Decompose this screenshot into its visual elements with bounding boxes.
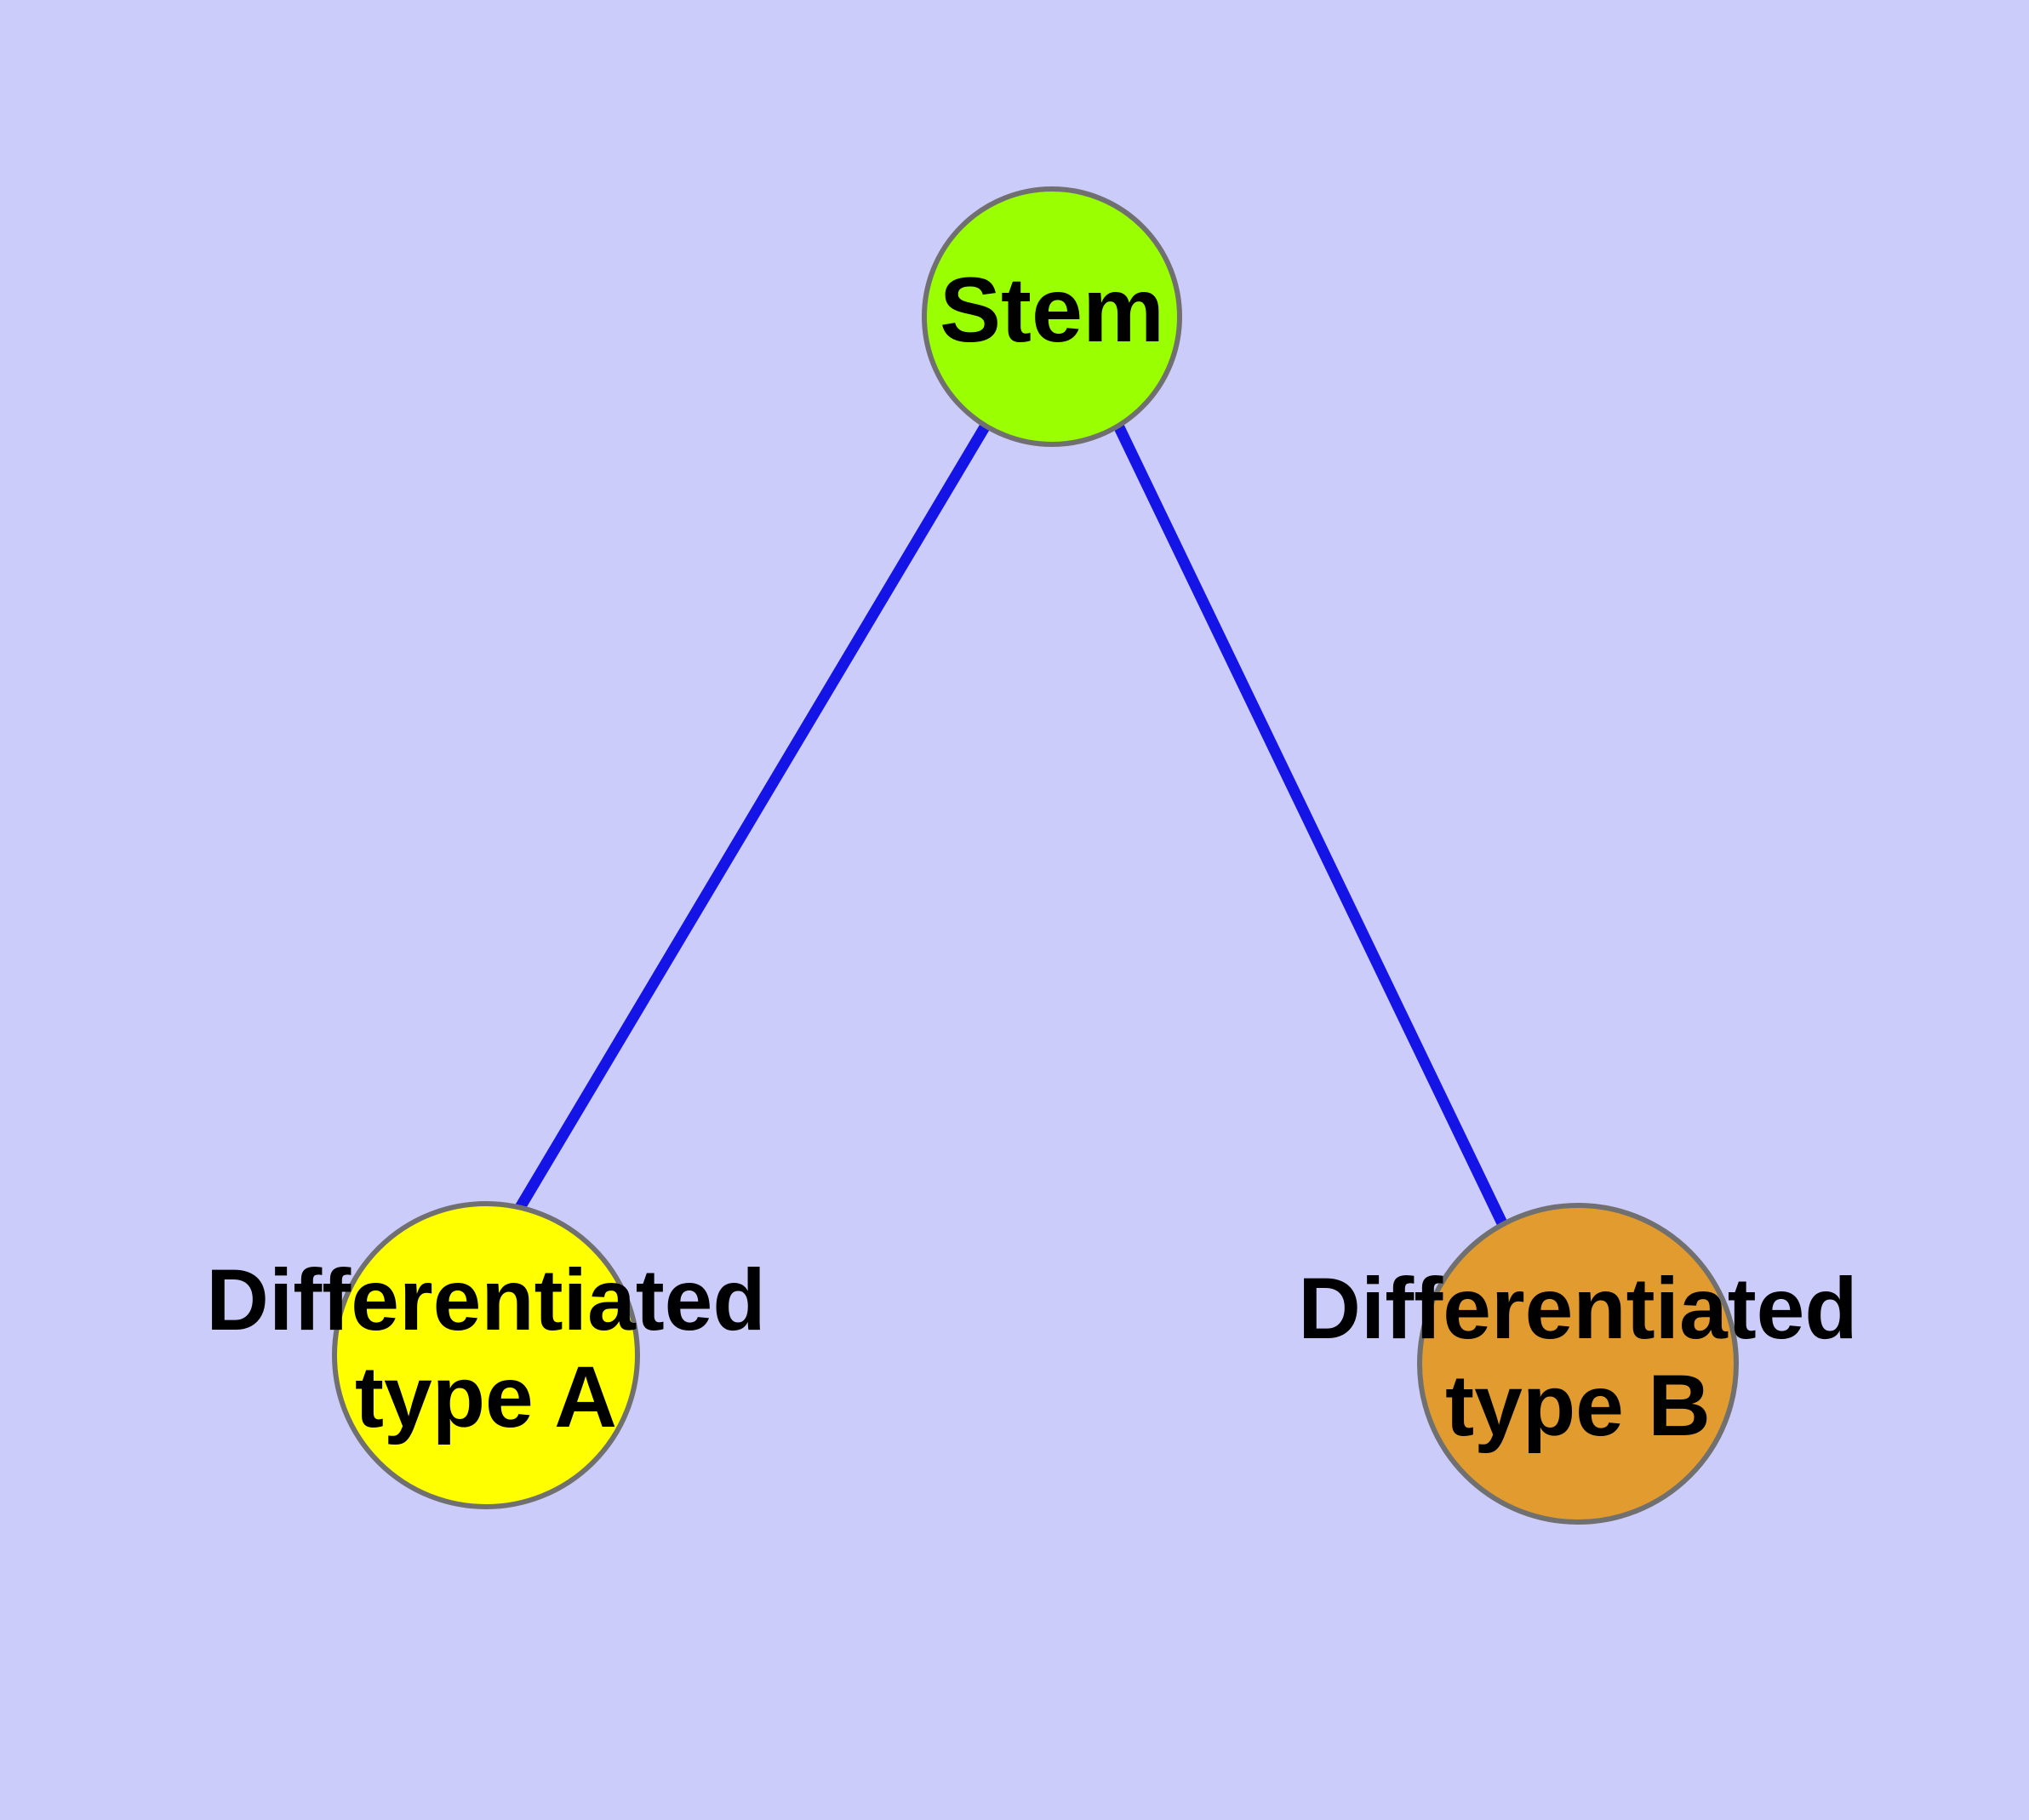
edges-group [506, 422, 1507, 1227]
node-stem[interactable] [922, 186, 1182, 447]
node-diff_b[interactable] [1417, 1203, 1739, 1525]
node-label-stem: Stem [940, 258, 1164, 361]
node-label-line: type B [1445, 1357, 1711, 1454]
node-label-line: type A [355, 1348, 617, 1445]
node-label-line: Differentiated [206, 1251, 765, 1348]
node-label-line: Differentiated [1298, 1260, 1857, 1357]
edge-stem-to-diff_a[interactable] [506, 422, 991, 1227]
node-diff_a[interactable] [332, 1201, 640, 1509]
nodes-group [332, 186, 1739, 1525]
node-label-line: Stem [940, 258, 1164, 361]
edge-stem-to-diff_b[interactable] [1113, 423, 1507, 1226]
